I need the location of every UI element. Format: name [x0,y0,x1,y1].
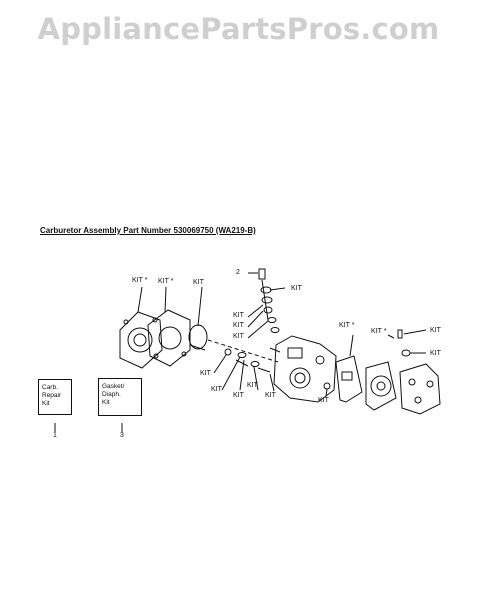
kit-label: KIT [200,370,211,377]
carb-repair-kit-box: Carb. Repair Kit [38,379,72,415]
kit-label: KIT [233,312,244,319]
kit-label: KIT * [158,278,174,285]
kit-label: KIT [265,392,276,399]
kit-label: KIT [318,397,329,404]
kit-label: KIT [247,382,258,389]
kit-label: KIT [233,392,244,399]
kit-label: KIT [211,386,222,393]
metering-gasket [335,355,363,403]
kit-label: KIT [233,322,244,329]
watermark: AppliancePartsPros.com [37,12,440,46]
kit-label: KIT [430,350,441,357]
kit-label: KIT * [371,328,387,335]
cover-gasket-outer [119,311,163,369]
kit-box-line: Gasket/ [102,383,125,390]
kit-label: KIT [430,327,441,334]
callout-2: 2 [236,269,240,276]
kit-label: KIT [291,285,302,292]
kit-box-line: Carb. [42,384,58,391]
assembly-axis [207,339,279,363]
small-diaphragm [188,324,208,351]
kit-box-line: Kit [42,400,50,407]
diagram-title: Carburetor Assembly Part Number 53006975… [40,226,256,235]
carburetor-body [269,335,337,403]
washer [323,382,331,390]
cover-gasket-inner [147,309,191,367]
small-screws [224,348,271,373]
kit-box-line: Kit [102,399,110,406]
metering-cover [399,363,441,415]
metering-diaphragm [365,361,397,411]
kit-number: 3 [120,432,124,439]
gasket-diaph-kit-box: Gasket/ Diaph. Kit [98,378,142,416]
kit-box-line: Repair [42,392,62,399]
kit-box-line: Diaph. [102,391,121,398]
adjust-needle [258,268,280,333]
kit-label: KIT [233,333,244,340]
kit-label: KIT * [132,277,148,284]
kit-number: 1 [53,432,57,439]
kit-label: KIT * [339,322,355,329]
kit-label: KIT [193,279,204,286]
